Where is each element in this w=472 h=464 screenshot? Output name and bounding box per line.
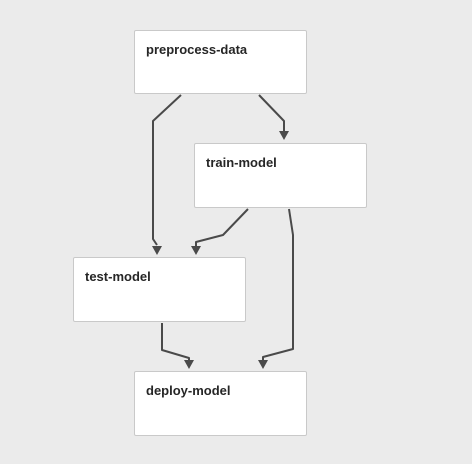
edge-preprocess-to-test [152, 94, 182, 255]
arrowhead [191, 246, 201, 255]
node-preprocess-data[interactable]: preprocess-data [134, 30, 307, 94]
arrowhead [184, 360, 194, 369]
edge-preprocess-to-train [258, 94, 289, 140]
node-label: preprocess-data [146, 42, 248, 57]
edge-train-to-deploy [258, 208, 294, 369]
edge-test-to-deploy [161, 323, 194, 369]
node-test-model[interactable]: test-model [73, 257, 246, 322]
arrowhead [279, 131, 289, 140]
node-train-model[interactable]: train-model [194, 143, 367, 208]
node-label: test-model [85, 269, 151, 284]
node-deploy-model[interactable]: deploy-model [134, 371, 307, 436]
edge-train-to-test [191, 208, 249, 255]
node-label: train-model [206, 155, 277, 170]
arrowhead [152, 246, 162, 255]
arrowhead [258, 360, 268, 369]
node-label: deploy-model [146, 383, 231, 398]
